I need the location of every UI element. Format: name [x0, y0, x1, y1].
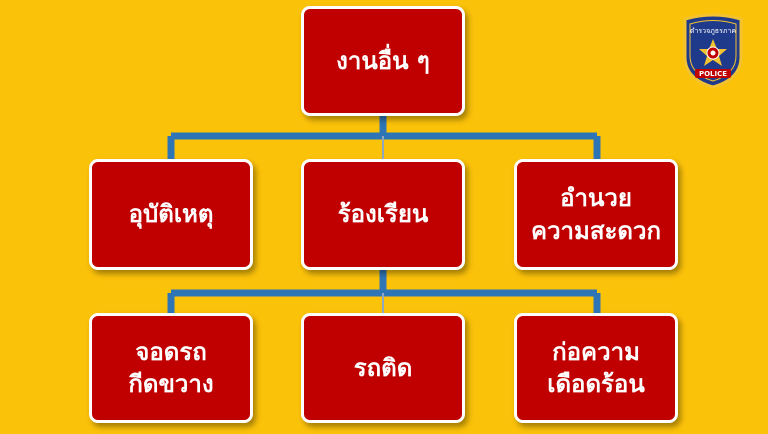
node-facilitation-line-1: อำนวย — [560, 184, 632, 213]
node-facilitation: อำนวย ความสะดวก — [514, 159, 678, 270]
node-complaint-line-1: ร้องเรียน — [337, 200, 429, 229]
node-traffic-jam: รถติด — [301, 313, 465, 423]
node-nuisance: ก่อความ เดือดร้อน — [514, 313, 678, 423]
node-facilitation-line-2: ความสะดวก — [531, 216, 661, 245]
node-obstructive-parking-line-1: จอดรถ — [135, 337, 207, 366]
node-obstructive-parking: จอดรถ กีดขวาง — [89, 313, 253, 423]
node-accident: อุบัติเหตุ — [89, 159, 253, 270]
badge-top-text: ตำรวจภูธรภาค — [690, 27, 736, 35]
police-badge-icon: ตำรวจภูธรภาค POLICE — [683, 13, 743, 89]
node-nuisance-line-1: ก่อความ — [552, 337, 640, 366]
badge-bottom-text: POLICE — [699, 70, 727, 78]
node-root-label: งานอื่น ๆ — [336, 46, 430, 75]
node-obstructive-parking-line-2: กีดขวาง — [128, 370, 214, 398]
node-root: งานอื่น ๆ — [301, 6, 465, 116]
node-nuisance-line-2: เดือดร้อน — [547, 370, 645, 398]
node-accident-line-1: อุบัติเหตุ — [128, 200, 214, 229]
node-complaint: ร้องเรียน — [301, 159, 465, 270]
node-traffic-jam-line-1: รถติด — [353, 353, 413, 382]
